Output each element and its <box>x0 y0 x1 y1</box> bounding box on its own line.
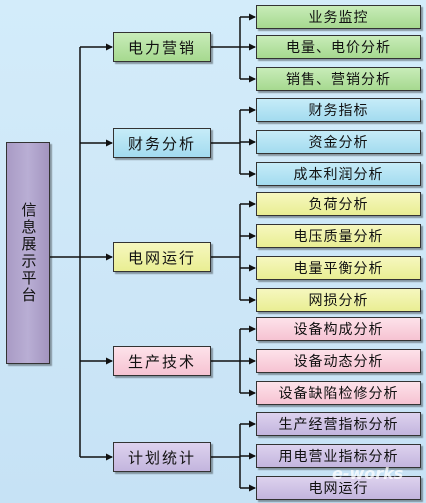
category-grid-operation: 电网运行 <box>113 242 211 272</box>
leaf-node: 设备缺陷检修分析 <box>256 381 421 405</box>
category-planning-stats: 计划统计 <box>113 442 211 472</box>
leaf-node: 网损分析 <box>256 288 421 312</box>
leaf-node: 电压质量分析 <box>256 224 421 248</box>
leaf-node: 用电营业指标分析 <box>256 444 421 468</box>
category-power-marketing: 电力营销 <box>113 32 211 62</box>
watermark-logo: e-works <box>332 464 404 483</box>
leaf-node: 生产经营指标分析 <box>256 412 421 436</box>
leaf-node: 成本利润分析 <box>256 162 421 186</box>
category-production-tech: 生产技术 <box>113 346 211 376</box>
category-finance-analysis: 财务分析 <box>113 128 211 158</box>
leaf-node: 负荷分析 <box>256 192 421 216</box>
leaf-node: 设备动态分析 <box>256 349 421 373</box>
root-node: 信息展示平台 <box>6 142 50 364</box>
leaf-node: 资金分析 <box>256 130 421 154</box>
leaf-node: 设备构成分析 <box>256 317 421 341</box>
leaf-node: 电量、电价分析 <box>256 35 421 59</box>
leaf-node: 销售、营销分析 <box>256 67 421 91</box>
leaf-node: 业务监控 <box>256 5 421 29</box>
leaf-node: 电量平衡分析 <box>256 256 421 280</box>
leaf-node: 电网运行 <box>256 476 421 500</box>
leaf-node: 财务指标 <box>256 98 421 122</box>
